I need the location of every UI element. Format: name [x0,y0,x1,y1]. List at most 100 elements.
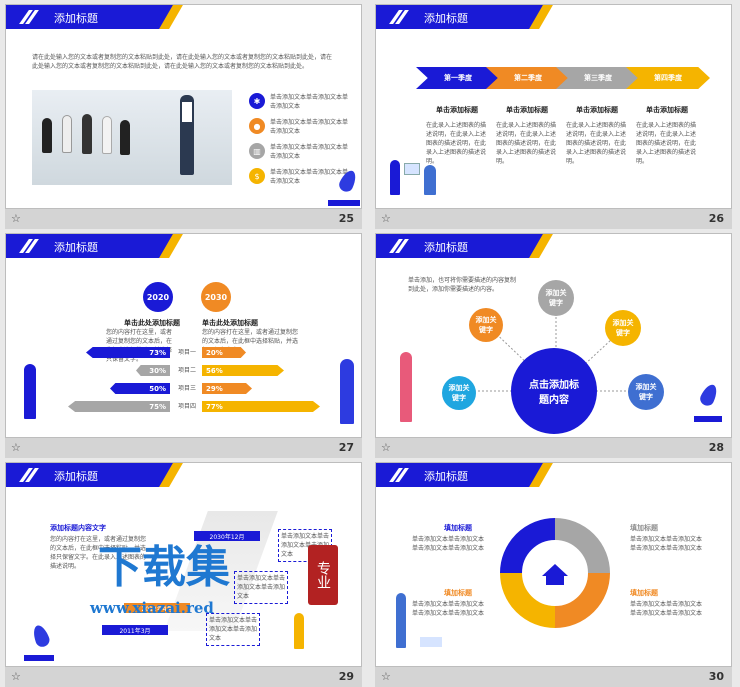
slide-footer: ☆ 25 [5,209,362,229]
slide-title: 添加标题 [54,241,98,254]
office-photo [32,90,232,185]
text-box: 单击添加文本单击添加文本单击添加文本 [206,613,260,646]
slide-30: 添加标题 填加标题 单击添加文本单击添加文本 单击添加文本单击添加文本 填加标题… [375,462,732,667]
slide-title: 添加标题 [424,12,468,25]
date-tag: 2012年4月 [124,603,190,613]
slide-footer: ☆ 27 [5,438,362,458]
slide-thumb-26[interactable]: 添加标题 第一季度 第二季度 第三季度 第四季度 单击添加标题 单击添加标题 单… [375,4,732,229]
star-icon[interactable]: ☆ [11,212,21,225]
person-icon: ✱ [249,93,265,109]
date-tag: 2030年12月 [194,531,260,541]
slide-thumb-28[interactable]: 添加标题 单击添加，也可将你需要描述的内容复制到此处，添加你需要描述的内容。 点… [375,233,732,458]
list-item: 单击添加文本单击添加文本单击添加文本 [270,169,349,185]
bar-right-4: 77% [202,401,320,412]
slide-thumb-30[interactable]: 添加标题 填加标题 单击添加文本单击添加文本 单击添加文本单击添加文本 填加标题… [375,462,732,687]
block-line: 单击添加文本单击添加文本 [630,536,703,543]
quarter-desc: 在此录入上述图表的描述说明，在此录入上述图表的描述说明，在此录入上述图表的描述说… [636,122,697,165]
watermark-text: 下载集 [98,542,230,593]
content-desc: 您的内容打在这里，或者通过复制您的文本后，在此框中选择粘贴，并选择只保留文字。在… [50,536,147,570]
box-illustration [420,637,442,647]
block-line: 单击添加文本单击添加文本 [630,601,703,608]
logo-icon [20,10,38,24]
block-title: 填加标题 [444,524,472,532]
bar-right-3: 29% [202,383,252,394]
block-line: 单击添加文本单击添加文本 [412,601,485,608]
person-illustration [340,359,354,424]
plant-pot [328,200,360,206]
quarter-title: 单击添加标题 [646,106,688,114]
block-title: 填加标题 [630,589,658,597]
quarter-title: 单击添加标题 [506,106,548,114]
quarter-title: 单击添加标题 [436,106,478,114]
person-illustration [390,160,400,195]
people-icon: ● [249,118,265,134]
logo-icon [20,468,38,482]
slide-26: 添加标题 第一季度 第二季度 第三季度 第四季度 单击添加标题 单击添加标题 单… [375,4,732,209]
slide-thumb-27[interactable]: 添加标题 2020 2030 单击此处添加标题 单击此处添加标题 您的内容打在这… [5,233,362,458]
slide-footer: ☆ 30 [375,667,732,687]
row-label: 项目三 [178,385,197,392]
person-illustration [24,364,36,419]
watermark-url: www.xiazai.red [90,599,214,617]
bar-left-3: 50% [110,383,170,394]
person-illustration [424,165,436,195]
sub-title-right: 单击此处添加标题 [202,319,258,327]
block-line: 单击添加文本单击添加文本 [412,610,485,617]
keyword-bubble: 添加关键字 [605,310,641,346]
quarter-desc: 在此录入上述图表的描述说明，在此录入上述图表的描述说明，在此录入上述图表的描述说… [426,122,487,165]
person-illustration [396,593,406,648]
watermark-badge: 专业 [308,545,338,605]
bar-left-4: 75% [68,401,170,412]
keyword-bubble: 添加关键字 [469,308,503,342]
block-title: 填加标题 [630,524,658,532]
slide-title: 添加标题 [54,470,98,483]
slide-number: 25 [338,212,354,225]
list-item: 单击添加文本单击添加文本单击添加文本 [270,144,349,160]
quarter-title: 单击添加标题 [576,106,618,114]
quarter-arrow-3: 第三季度 [556,67,640,89]
slide-28: 添加标题 单击添加，也可将你需要描述的内容复制到此处，添加你需要描述的内容。 点… [375,233,732,438]
year-badge-right: 2030 [201,282,231,312]
board-illustration [404,163,420,175]
year-badge-left: 2020 [143,282,173,312]
slide-thumb-29[interactable]: 添加标题 添加标题内容文字 您的内容打在这里，或者通过复制您的文本后，在此框中选… [5,462,362,687]
person-illustration [400,352,412,422]
center-topic: 点击添加标题内容 [511,348,597,434]
slide-number: 29 [338,670,354,683]
slide-number: 26 [708,212,724,225]
sub-desc-left: 您的内容打在这里，或者通过复制您的文本后，在此框中选择粘贴，并选择只保留文字。 [106,329,173,363]
chart-icon: ▥ [249,143,265,159]
plant-pot [694,416,722,422]
bar-right-2: 56% [202,365,284,376]
quarter-arrow-1: 第一季度 [416,67,500,89]
person-illustration [294,613,304,649]
star-icon[interactable]: ☆ [381,441,391,454]
bar-left-1: 73% [86,347,170,358]
keyword-bubble: 添加关键字 [628,374,664,410]
star-icon[interactable]: ☆ [11,441,21,454]
slide-thumb-25[interactable]: 添加标题 请在此处输入您的文本或者复制您的文本粘贴到此处，请在此处输入您的文本或… [5,4,362,229]
date-tag: 2011年3月 [102,625,168,635]
slide-27: 添加标题 2020 2030 单击此处添加标题 单击此处添加标题 您的内容打在这… [5,233,362,438]
block-line: 单击添加文本单击添加文本 [412,536,485,543]
slide-29: 添加标题 添加标题内容文字 您的内容打在这里，或者通过复制您的文本后，在此框中选… [5,462,362,667]
sub-title-left: 单击此处添加标题 [124,319,180,327]
slide-number: 28 [708,441,724,454]
keyword-bubble: 添加关键字 [538,280,574,316]
block-line: 单击添加文本单击添加文本 [630,610,703,617]
quarter-arrow-2: 第二季度 [486,67,570,89]
text-box: 单击添加文本单击添加文本单击添加文本 [234,571,288,604]
star-icon[interactable]: ☆ [11,670,21,683]
block-line: 单击添加文本单击添加文本 [412,545,485,552]
row-label: 项目四 [178,403,197,410]
plant-icon [30,623,52,649]
star-icon[interactable]: ☆ [381,670,391,683]
quarter-desc: 在此录入上述图表的描述说明，在此录入上述图表的描述说明，在此录入上述图表的描述说… [496,122,557,165]
slide-title: 添加标题 [424,470,468,483]
star-icon[interactable]: ☆ [381,212,391,225]
slide-footer: ☆ 29 [5,667,362,687]
slide-footer: ☆ 28 [375,438,732,458]
bar-right-1: 20% [202,347,246,358]
list-item: 单击添加文本单击添加文本单击添加文本 [270,94,349,110]
coin-icon: $ [249,168,265,184]
